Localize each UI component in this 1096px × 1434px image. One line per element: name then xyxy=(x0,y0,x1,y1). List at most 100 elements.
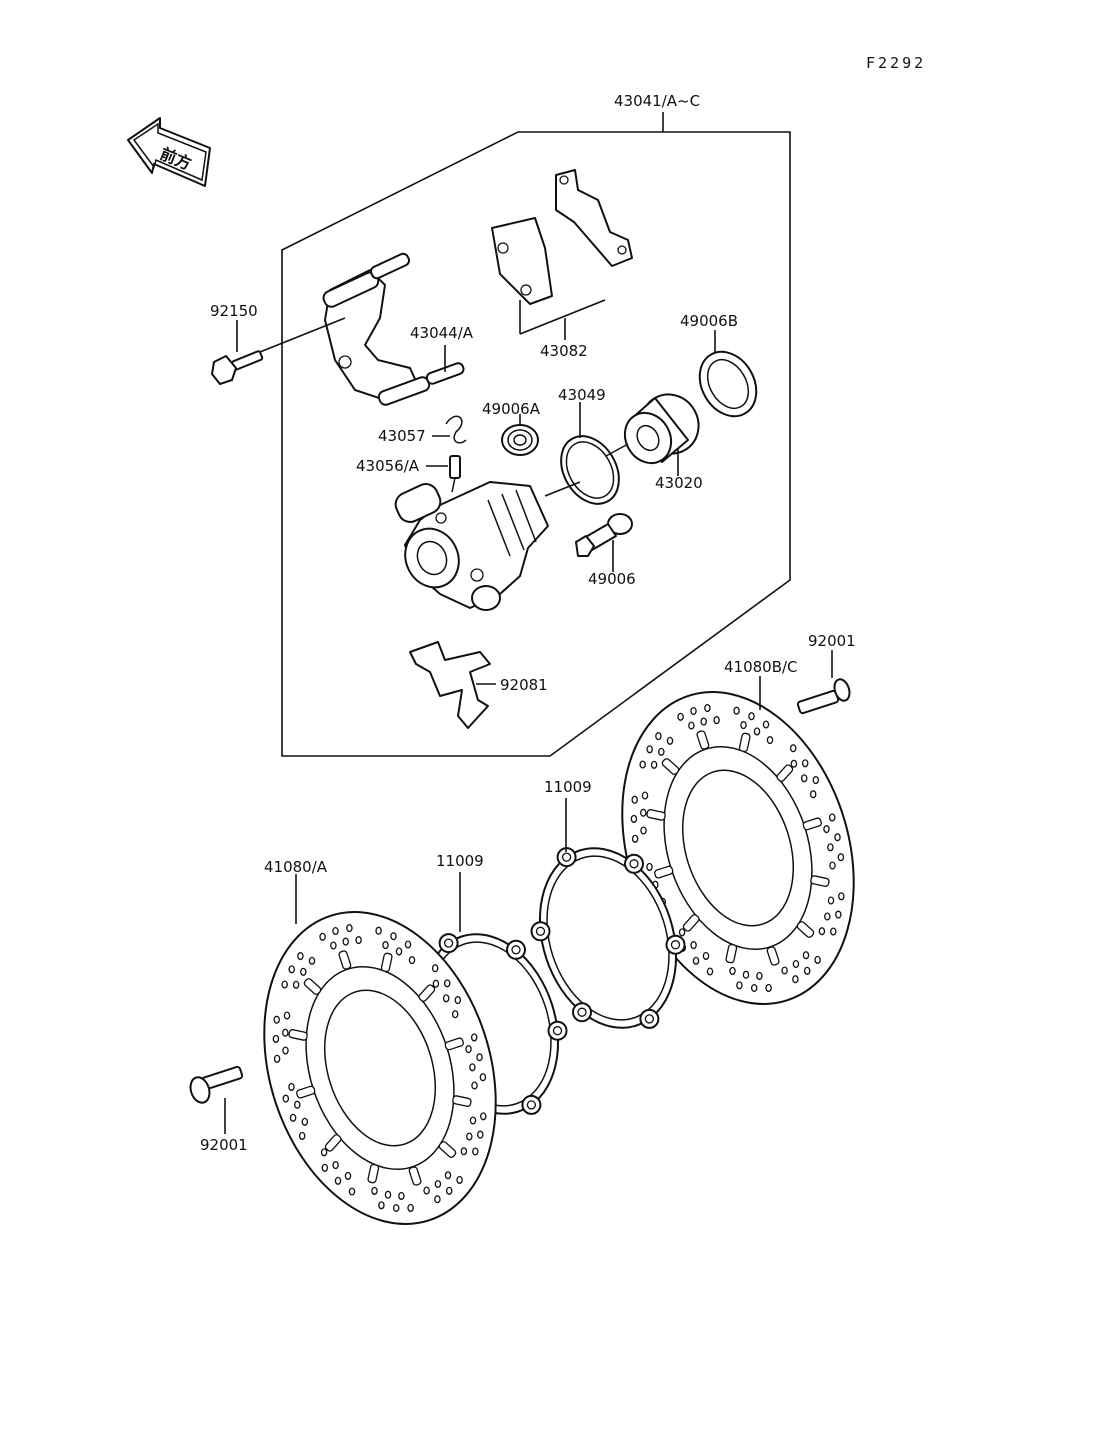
label-disc-left: 41080/A xyxy=(264,858,328,876)
disc-hole xyxy=(630,814,638,823)
disc-hole xyxy=(346,924,353,933)
disc-hole xyxy=(444,1171,452,1180)
pad-spring-icon xyxy=(445,415,467,444)
disc-hole xyxy=(704,704,711,713)
disc-hole xyxy=(803,966,811,975)
disc-hole xyxy=(298,1131,306,1140)
disc-hole xyxy=(838,892,845,901)
disc-hole xyxy=(750,983,758,993)
disc-hole xyxy=(288,1082,295,1091)
disc-slot xyxy=(661,758,680,775)
figure-code: F2292 xyxy=(866,54,926,72)
disc-hole xyxy=(476,1053,483,1062)
disc-hole xyxy=(371,1186,378,1195)
disc-slot xyxy=(438,1141,457,1158)
disc-hole xyxy=(742,970,750,979)
gasket-tab-hole xyxy=(443,938,454,948)
disc-hole xyxy=(736,981,743,990)
disc-hole xyxy=(404,940,412,949)
disc-hole xyxy=(729,966,736,975)
disc-hole xyxy=(434,1195,441,1204)
disc-hole xyxy=(713,716,720,725)
disc-hole xyxy=(834,833,841,842)
disc-hole xyxy=(702,951,710,960)
disc-hole xyxy=(398,1191,405,1200)
disc-hole xyxy=(431,964,439,973)
disc-hole xyxy=(706,967,714,976)
disc-hole xyxy=(434,1179,442,1189)
disc-hole xyxy=(814,955,821,964)
disc-slot xyxy=(408,1166,422,1186)
label-piston-seal: 43049 xyxy=(558,386,606,404)
disc-hole xyxy=(273,1015,280,1024)
disc-hole xyxy=(690,941,697,950)
label-anti-rattle: 92081 xyxy=(500,676,548,694)
label-bolt-disc-right: 92001 xyxy=(808,632,856,650)
disc-hole xyxy=(835,910,842,919)
disc-hole xyxy=(471,1081,478,1090)
disc-slot xyxy=(654,865,674,879)
disc-hole xyxy=(631,834,639,843)
disc-hole xyxy=(470,1033,478,1042)
disc-hole xyxy=(282,1028,289,1037)
caliper-bolt-icon xyxy=(211,350,264,385)
disc-hole xyxy=(790,759,798,768)
disc-slot xyxy=(418,984,436,1002)
disc-hole xyxy=(342,937,349,946)
label-pin-bolt: 49006 xyxy=(588,570,636,588)
disc-hole xyxy=(829,861,836,870)
brake-disc-left-icon xyxy=(263,911,497,1225)
disc-slot xyxy=(738,732,751,753)
disc-hole xyxy=(289,1113,297,1122)
gasket-tab-hole xyxy=(561,852,572,862)
disc-bolt-left-icon xyxy=(189,1065,244,1104)
disc-hole xyxy=(319,932,326,941)
disc-hole xyxy=(666,736,674,745)
disc-hole xyxy=(395,947,403,956)
disc-hole xyxy=(477,1130,484,1139)
piston-icon xyxy=(623,393,700,465)
disc-slot xyxy=(696,730,710,750)
disc-slot xyxy=(296,1085,316,1099)
disc-slot xyxy=(682,914,700,932)
disc-hole xyxy=(408,956,416,965)
disc-hole xyxy=(292,980,300,989)
disc-hole xyxy=(658,747,665,756)
disc-bolt-right-icon xyxy=(796,678,851,715)
gasket-tab-hole xyxy=(526,1100,537,1110)
disc-hole xyxy=(465,1045,472,1054)
disc-hole xyxy=(469,1063,476,1072)
disc-hole xyxy=(801,759,809,768)
disc-slot xyxy=(367,1163,380,1184)
disc-hole xyxy=(837,853,845,862)
disc-slot xyxy=(288,1029,308,1041)
dust-boot-icon xyxy=(501,424,539,456)
disc-hole xyxy=(300,967,307,976)
disc-hole xyxy=(423,1186,430,1195)
disc-hole xyxy=(830,927,837,936)
disc-slot xyxy=(324,1134,342,1152)
disc-hole xyxy=(748,712,755,721)
piston-seal-icon xyxy=(560,435,620,505)
disc-hole xyxy=(692,956,700,965)
gasket-tab-hole xyxy=(577,1007,587,1017)
gasket-tab-hole xyxy=(670,940,681,950)
disc-hole xyxy=(631,795,638,804)
gasket-tab-hole xyxy=(629,859,639,869)
disc-hole xyxy=(480,1112,487,1121)
disc-hole xyxy=(320,1148,328,1157)
disc-slot xyxy=(338,950,352,970)
disc-hole xyxy=(781,966,788,975)
disc-hole xyxy=(646,862,653,871)
disc-hole xyxy=(677,712,684,721)
disc-slot xyxy=(766,946,780,966)
disc-slot xyxy=(776,764,794,782)
disc-hole xyxy=(283,1011,291,1020)
disc-slot xyxy=(444,1037,464,1051)
disc-slot xyxy=(802,817,822,831)
disc-slot xyxy=(380,952,393,973)
disc-hole xyxy=(800,774,808,783)
disc-hole xyxy=(443,979,451,988)
disc-hole xyxy=(753,727,761,736)
